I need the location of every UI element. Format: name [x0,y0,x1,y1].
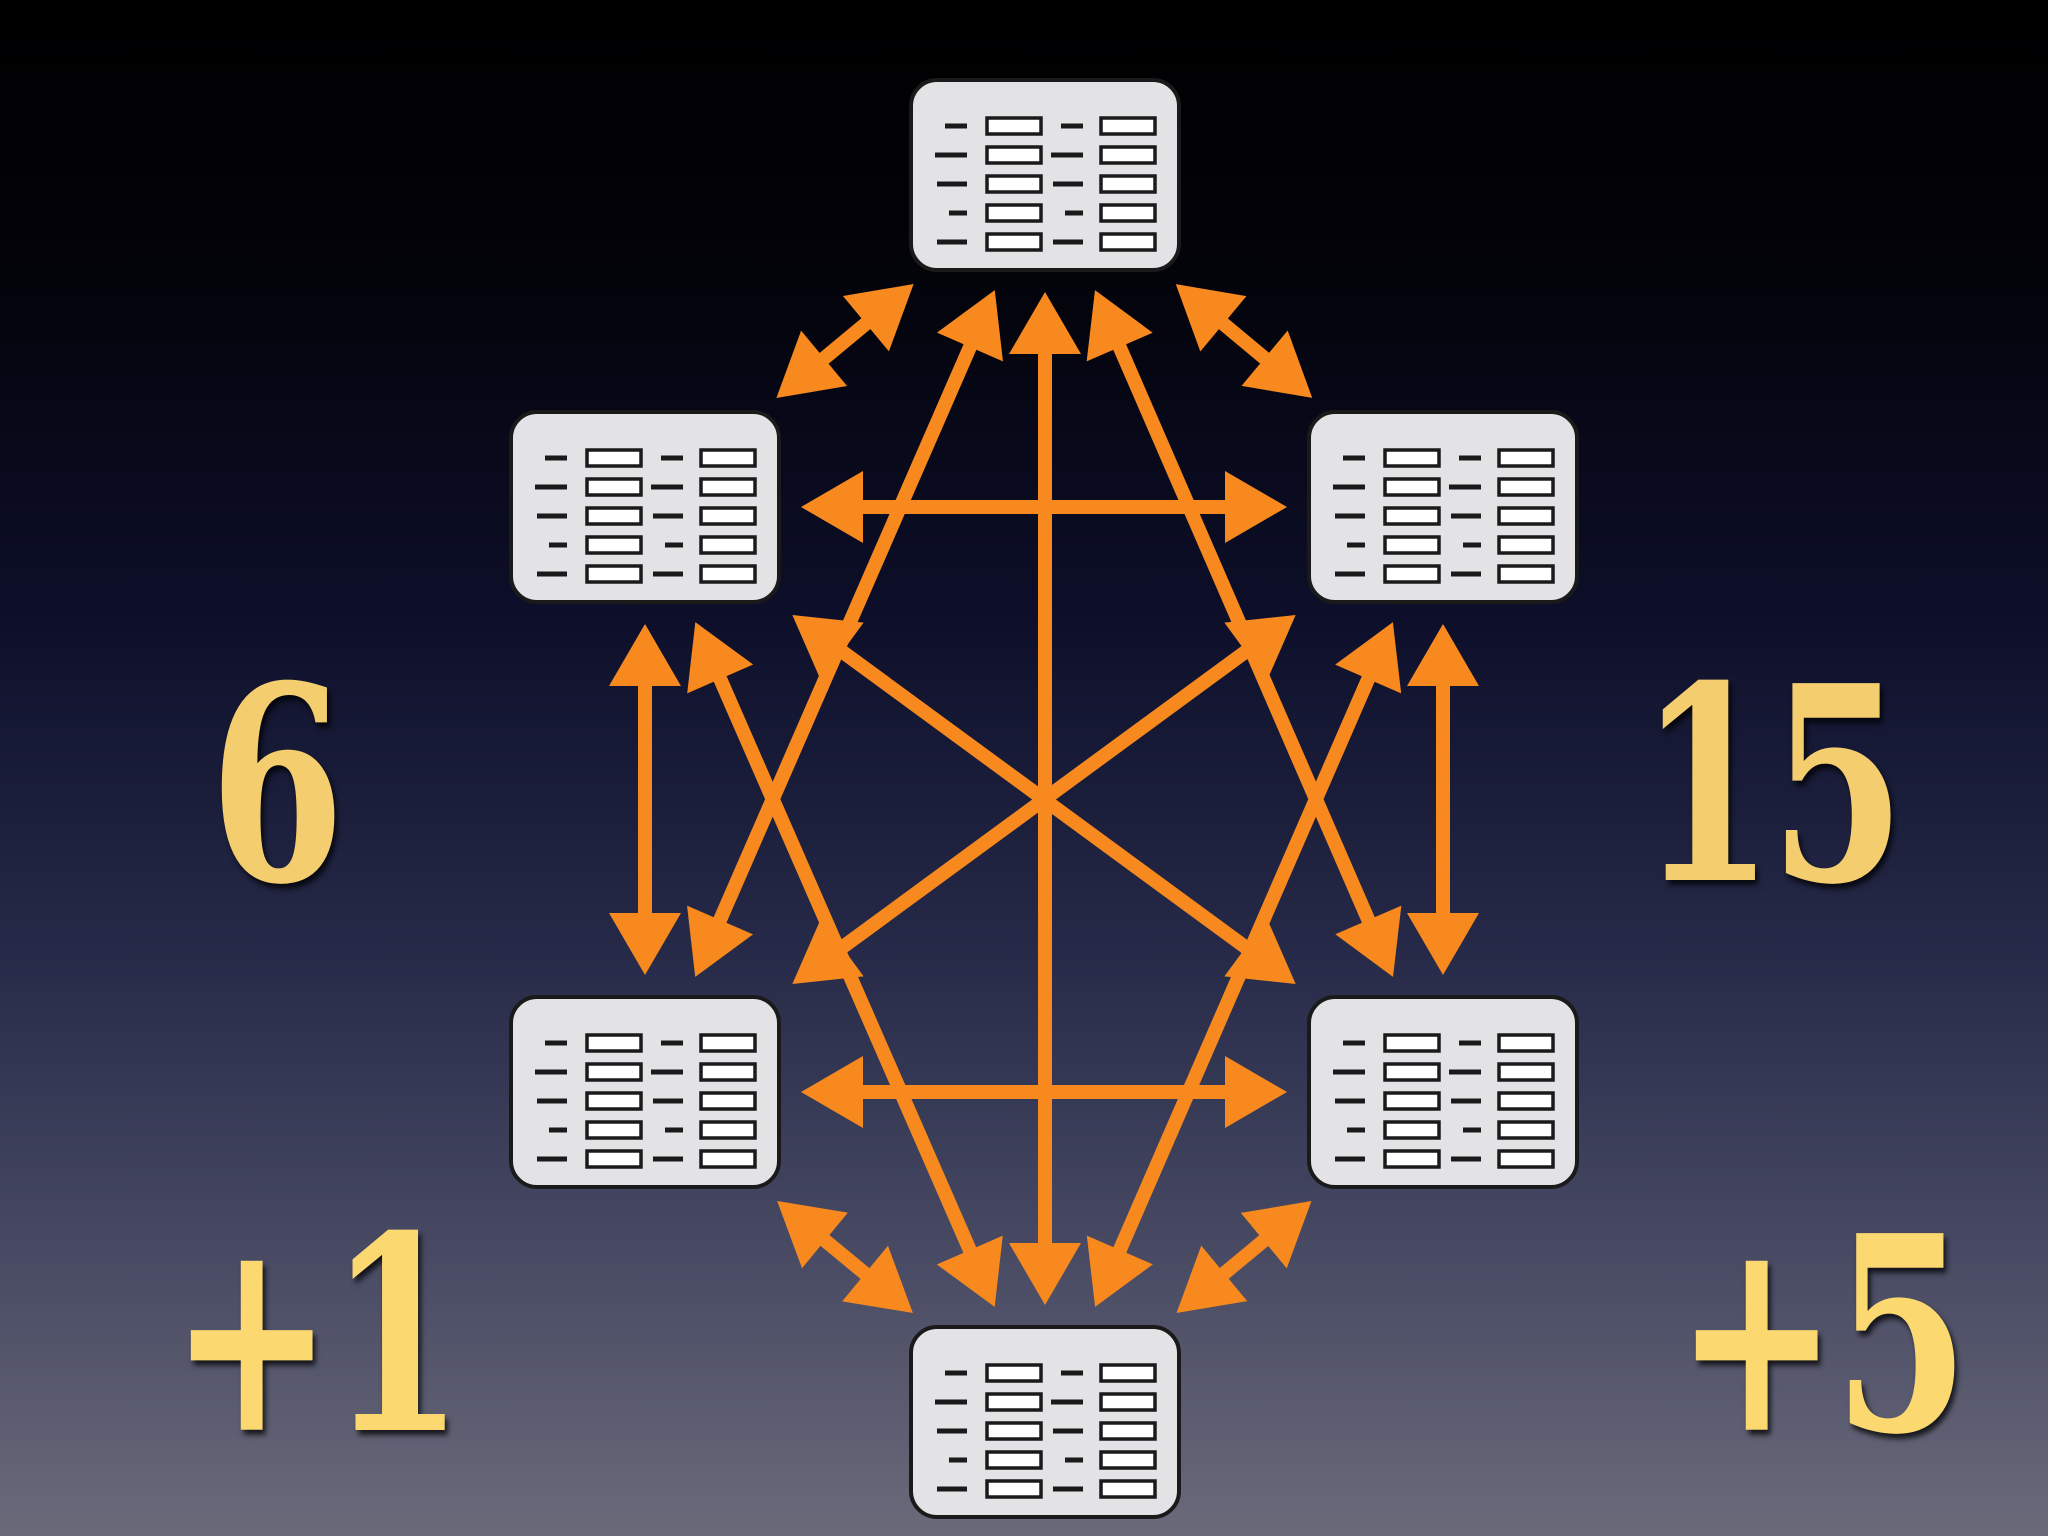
arrow-head [1224,615,1296,681]
arrow-head [1335,905,1402,977]
database-table-icon [535,1033,757,1169]
arrow-head [1240,1201,1312,1269]
connection-count-label: 15 [1639,626,1905,944]
arrow-head [1176,1245,1248,1313]
arrow-shaft [1214,314,1274,368]
added-node-label: +1 [170,1176,464,1494]
arrow-head [801,1056,863,1128]
arrow-head [842,1245,913,1313]
arrow-head [1225,471,1287,543]
database-table-icon [535,448,757,584]
arrow-head [1407,624,1479,686]
double-arrow-upper-left-upper-right [801,471,1287,543]
arrow-head [1086,1235,1153,1307]
arrow-shaft [815,1231,875,1283]
arrow-head [687,622,754,694]
nodes-layer [509,78,1579,1519]
table-node-top [909,78,1181,272]
arrow-shaft [1215,1231,1273,1283]
database-table-icon [935,116,1157,252]
arrow-head [609,624,681,686]
table-node-lower-right [1307,995,1579,1189]
double-arrow-upper-right-bottom [1086,622,1402,1307]
double-arrow-upper-right-lower-left [792,615,1296,984]
double-arrow-upper-right-lower-right [1407,624,1479,975]
arrow-head [1225,1056,1287,1128]
table-node-lower-left [509,995,781,1189]
double-arrow-top-upper-left [776,284,914,398]
arrow-head [776,330,848,398]
arrow-head [842,284,914,352]
arrow-shaft [833,642,1255,957]
database-table-icon [935,1363,1157,1499]
arrow-head [936,290,1003,362]
arrow-head [777,1201,848,1269]
arrow-shaft [815,314,875,368]
database-table-icon [1333,1033,1555,1169]
arrow-head [1241,330,1313,398]
table-node-upper-right [1307,410,1579,604]
arrow-head [609,913,681,975]
arrow-head [792,615,864,681]
double-arrow-upper-left-lower-left [609,624,681,975]
arrow-head [1175,284,1247,352]
database-table-icon [1333,448,1555,584]
double-arrow-lower-right-bottom [1176,1201,1312,1313]
arrow-head [687,905,754,977]
arrow-head [1335,622,1402,694]
added-connections-label: +5 [1675,1176,1969,1494]
arrow-head [1086,290,1153,362]
arrow-head [1009,1243,1081,1305]
table-node-upper-left [509,410,781,604]
arrow-head [1407,913,1479,975]
double-arrow-lower-left-lower-right [801,1056,1287,1128]
node-count-label: 6 [209,626,345,944]
double-arrow-lower-left-bottom [777,1201,913,1313]
edges-layer [609,284,1479,1313]
table-node-bottom [909,1325,1181,1519]
arrow-head [936,1235,1003,1307]
arrow-head [801,471,863,543]
arrow-head [792,918,864,984]
double-arrow-top-upper-right [1175,284,1313,398]
arrow-head [1009,292,1081,354]
arrow-shaft [1111,670,1377,1259]
